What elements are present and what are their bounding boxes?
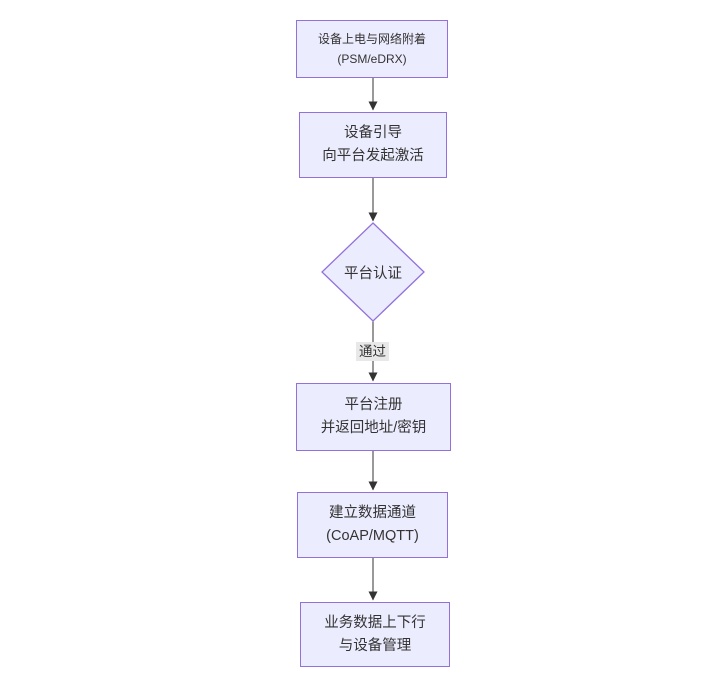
node-power-on: 设备上电与网络附着 (PSM/eDRX) — [296, 20, 448, 78]
decision-diamond-shape — [321, 222, 425, 322]
node-platform-auth-label: 平台认证 — [322, 260, 424, 284]
node-platform-auth-line1: 平台认证 — [344, 265, 402, 282]
node-bootstrap: 设备引导 向平台发起激活 — [299, 112, 447, 178]
node-bootstrap-line2: 向平台发起激活 — [322, 148, 424, 164]
node-power-on-line1: 设备上电与网络附着 — [317, 32, 426, 46]
node-business-data-line1: 业务数据上下行 — [324, 614, 426, 631]
node-platform-register-line2: 并返回地址/密钥 — [320, 420, 427, 436]
node-platform-register: 平台注册 并返回地址/密钥 — [296, 383, 451, 451]
edge-label-pass: 通过 — [356, 342, 389, 361]
node-power-on-line2: (PSM/eDRX) — [337, 52, 407, 66]
node-data-channel: 建立数据通道 (CoAP/MQTT) — [297, 492, 448, 558]
node-platform-register-line1: 平台注册 — [344, 397, 403, 413]
node-data-channel-line2: (CoAP/MQTT) — [326, 528, 419, 544]
node-business-data: 业务数据上下行 与设备管理 — [300, 602, 450, 667]
node-bootstrap-line1: 设备引导 — [344, 125, 402, 141]
node-data-channel-line1: 建立数据通道 — [329, 505, 416, 521]
node-business-data-line2: 与设备管理 — [338, 637, 412, 654]
